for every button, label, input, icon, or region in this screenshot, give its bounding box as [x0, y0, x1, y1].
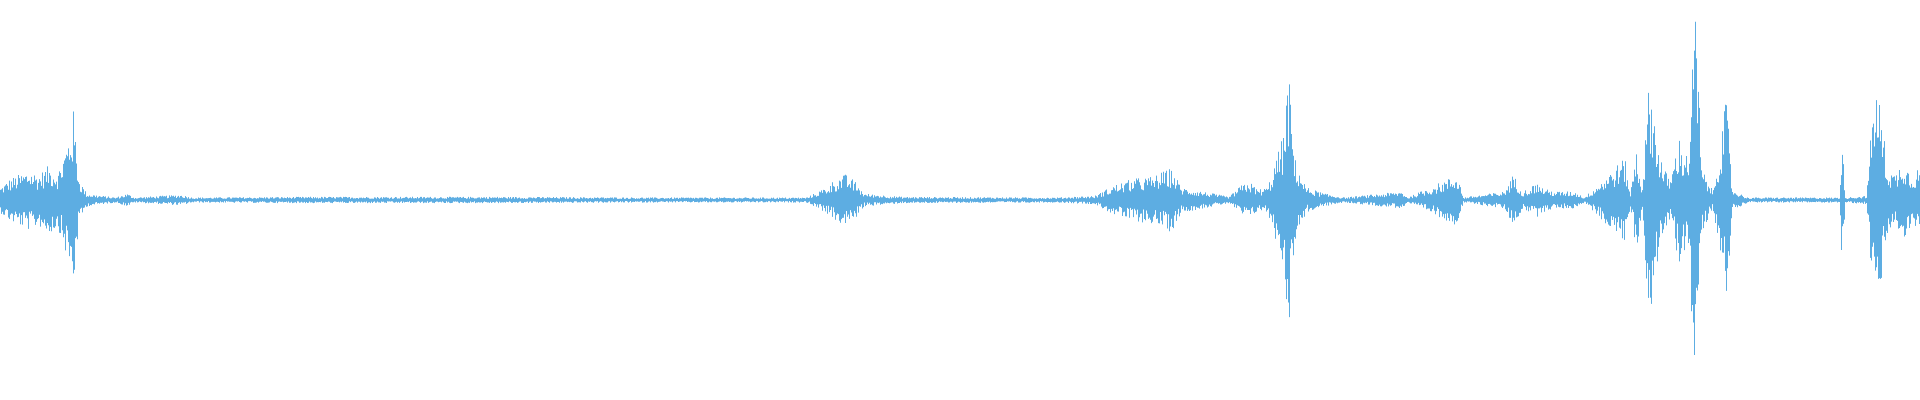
waveform-samples: [0, 21, 1920, 355]
